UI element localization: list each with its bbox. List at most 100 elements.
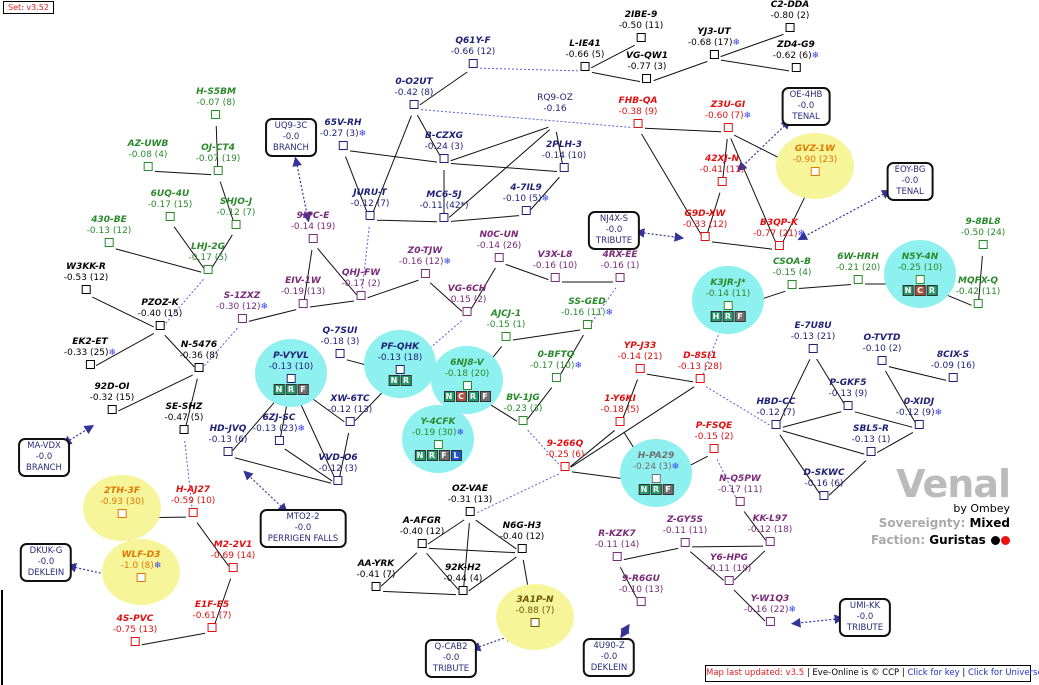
system-square-icon[interactable] xyxy=(211,110,221,119)
system-mc6-5j[interactable]: MC6-5J-0.11 (42*) xyxy=(419,190,469,222)
system-square-icon[interactable] xyxy=(853,275,863,284)
system-430-be[interactable]: 430-BE-0.13 (12) xyxy=(87,215,131,247)
system-square-icon[interactable] xyxy=(651,474,661,483)
system-square-icon[interactable] xyxy=(409,100,419,109)
system-csoa-b[interactable]: CSOA-B-0.15 (4) xyxy=(773,257,811,289)
system-square-icon[interactable] xyxy=(580,62,590,71)
system-square-icon[interactable] xyxy=(723,123,733,132)
system-s-1zxz[interactable]: S-1ZXZ-0.30 (12)❄ xyxy=(216,291,268,323)
system-square-icon[interactable] xyxy=(978,240,988,249)
system-square-icon[interactable] xyxy=(915,275,925,284)
system-square-icon[interactable] xyxy=(771,420,781,429)
system-zd4-g9[interactable]: ZD4-G9-0.62 (6)❄ xyxy=(773,40,819,72)
system-square-icon[interactable] xyxy=(417,539,427,548)
system-qhj-fw[interactable]: QHJ-FW-0.17 (2) xyxy=(342,268,380,300)
system-square-icon[interactable] xyxy=(333,476,343,485)
system-6w-hrh[interactable]: 6W-HRH-0.21 (20) xyxy=(836,252,880,284)
system-square-icon[interactable] xyxy=(371,582,381,591)
system-square-icon[interactable] xyxy=(143,162,153,171)
system-bv-1jg[interactable]: BV-1JG-0.23 (3) xyxy=(504,393,542,425)
system-m2-2v1[interactable]: M2-2V1-0.69 (14) xyxy=(211,540,255,572)
system-square-icon[interactable] xyxy=(615,273,625,282)
system-y-w1q3[interactable]: Y-W1Q3-0.16 (22)❄ xyxy=(744,594,796,626)
system-yj3-ut[interactable]: YJ3-UT-0.68 (17)❄ xyxy=(688,27,740,59)
system-square-icon[interactable] xyxy=(518,416,528,425)
system-juru-t[interactable]: JURU-T-0.12 (7) xyxy=(351,188,389,220)
system-9-266q[interactable]: 9-266Q-0.25 (6) xyxy=(546,439,584,471)
system-square-icon[interactable] xyxy=(765,537,775,546)
system-square-icon[interactable] xyxy=(107,405,117,414)
system-4s-pvc[interactable]: 4S-PVC-0.75 (13) xyxy=(113,614,157,646)
system-square-icon[interactable] xyxy=(948,373,958,382)
system-square-icon[interactable] xyxy=(735,497,745,506)
system-1-y6ki[interactable]: 1-Y6KI-0.18 (5) xyxy=(601,394,639,426)
system-0-o2ut[interactable]: 0-O2UT-0.42 (8) xyxy=(395,77,433,109)
system-a-afgr[interactable]: A-AFGR-0.40 (12) xyxy=(400,516,444,548)
system-square-icon[interactable] xyxy=(365,211,375,220)
system-square-icon[interactable] xyxy=(433,440,443,449)
system-square-icon[interactable] xyxy=(81,285,91,294)
system-r-kzk7[interactable]: R-KZK7-0.11 (14) xyxy=(595,529,639,561)
system-92k-h2[interactable]: 92K-H2-0.44 (4) xyxy=(444,563,482,595)
system-vg-qw1[interactable]: VG-QW1-0.77 (3) xyxy=(626,51,668,83)
system-oj-ct4[interactable]: OJ-CT4-0.07 (19) xyxy=(196,143,240,175)
system-square-icon[interactable] xyxy=(395,365,405,374)
system-6zj-sc[interactable]: 6ZJ-SC-0.13 (23)❄ xyxy=(253,413,305,445)
system-square-icon[interactable] xyxy=(462,381,472,390)
key-link[interactable]: Click for key xyxy=(907,668,960,678)
system-square-icon[interactable] xyxy=(274,436,284,445)
system-square-icon[interactable] xyxy=(286,374,296,383)
system-g9d-xw[interactable]: G9D-XW-0.33 (12) xyxy=(683,209,727,241)
system-square-icon[interactable] xyxy=(136,573,146,582)
system-square-icon[interactable] xyxy=(223,447,233,456)
system-square-icon[interactable] xyxy=(465,507,475,516)
system-n-5476[interactable]: N-5476-0.36 (8) xyxy=(180,340,218,372)
system-rq9-oz[interactable]: RQ9-OZ-0.16 xyxy=(537,93,573,115)
system-q-7sui[interactable]: Q-7SUI-0.18 (3) xyxy=(321,326,359,358)
system-square-icon[interactable] xyxy=(228,563,238,572)
system-mqfx-q[interactable]: MQFX-Q-0.42 (11) xyxy=(956,276,1000,308)
system-square-icon[interactable] xyxy=(642,74,652,83)
system-square-icon[interactable] xyxy=(85,360,95,369)
system-square-icon[interactable] xyxy=(298,299,308,308)
system-fhb-qa[interactable]: FHB-QA-0.38 (9) xyxy=(619,96,657,128)
system-square-icon[interactable] xyxy=(155,321,165,330)
system-oz-vae[interactable]: OZ-VAE-0.31 (13) xyxy=(448,484,492,516)
system-square-icon[interactable] xyxy=(680,538,690,547)
system-square-icon[interactable] xyxy=(808,344,818,353)
system-d-skwc[interactable]: D-SKWC-0.16 (6) xyxy=(803,468,845,500)
system-p-fsqe[interactable]: P-FSQE-0.15 (2) xyxy=(695,421,733,453)
system-2th-3f[interactable]: 2TH-3F-0.93 (30) xyxy=(100,486,144,518)
system-wlf-d3[interactable]: WLF-D3-1.0 (8)❄ xyxy=(121,550,161,582)
system-square-icon[interactable] xyxy=(724,576,734,585)
system-n0c-un[interactable]: N0C-UN-0.14 (26) xyxy=(477,230,521,262)
system-square-icon[interactable] xyxy=(633,119,643,128)
system-square-icon[interactable] xyxy=(785,23,795,32)
system-ajcj-1[interactable]: AJCJ-1-0.15 (1) xyxy=(487,309,525,341)
system-square-icon[interactable] xyxy=(550,273,560,282)
system-y6-hpg[interactable]: Y6-HPG-0.11 (19) xyxy=(707,553,751,585)
system-hd-jvq[interactable]: HD-JVQ-0.13 (6) xyxy=(209,424,247,456)
system-square-icon[interactable] xyxy=(203,265,213,274)
system-square-icon[interactable] xyxy=(338,141,348,150)
system-square-icon[interactable] xyxy=(104,238,114,247)
system-square-icon[interactable] xyxy=(695,374,705,383)
system-square-icon[interactable] xyxy=(877,356,887,365)
system-square-icon[interactable] xyxy=(530,618,540,627)
system-vvd-o6[interactable]: VVD-O6-0.12 (3) xyxy=(318,453,358,485)
system-square-icon[interactable] xyxy=(765,617,775,626)
system-aa-yrk[interactable]: AA-YRK-0.41 (7) xyxy=(357,559,395,591)
system-square-icon[interactable] xyxy=(494,253,504,262)
system-square-icon[interactable] xyxy=(231,220,241,229)
system-se-shz[interactable]: SE-SHZ-0.47 (5) xyxy=(165,402,203,434)
